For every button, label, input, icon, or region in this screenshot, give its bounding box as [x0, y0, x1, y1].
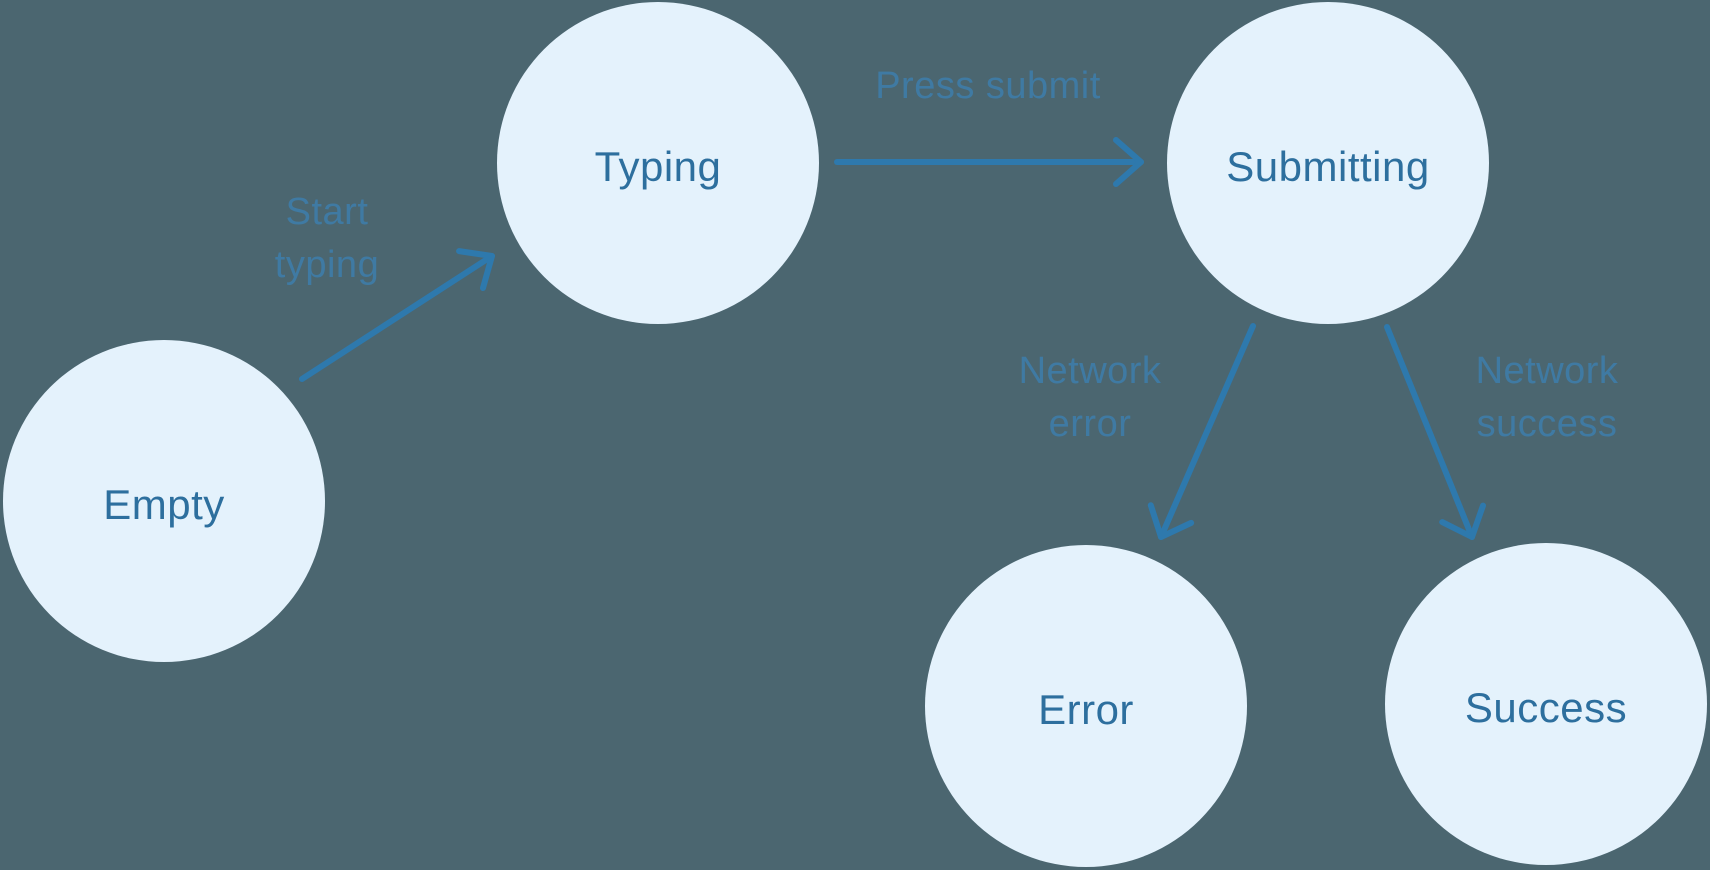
state-node-label: Success — [1464, 684, 1628, 731]
edge-label-line: Network — [1475, 350, 1619, 392]
edge-label-line: typing — [274, 244, 380, 286]
edge-label-start-typing: Start typing — [217, 186, 437, 292]
edge-label-line: Network — [1018, 350, 1162, 392]
edge-arrow-empty-to-typing — [299, 248, 495, 382]
state-node-empty: Empty — [3, 340, 325, 662]
edge-arrow-submitting-to-success — [1384, 324, 1487, 540]
edge-label-press-submit: Press submit — [838, 60, 1138, 113]
edge-label-line: success — [1476, 403, 1618, 445]
state-node-label: Empty — [103, 481, 225, 528]
edge-label-network-error: Network error — [980, 345, 1200, 451]
edge-label-network-success: Network success — [1437, 345, 1657, 451]
edge-label-line: error — [1048, 403, 1132, 445]
edge-label-line: Start — [285, 191, 369, 233]
state-node-error: Error — [925, 545, 1247, 867]
edge-label-line: Press submit — [875, 65, 1101, 107]
state-node-label: Submitting — [1226, 143, 1430, 190]
edge-arrow-submitting-to-error — [1147, 323, 1256, 540]
state-node-success: Success — [1385, 543, 1707, 865]
state-node-submitting: Submitting — [1167, 2, 1489, 324]
state-node-label: Error — [1038, 686, 1134, 733]
state-node-label: Typing — [594, 143, 722, 190]
state-node-typing: Typing — [497, 2, 819, 324]
